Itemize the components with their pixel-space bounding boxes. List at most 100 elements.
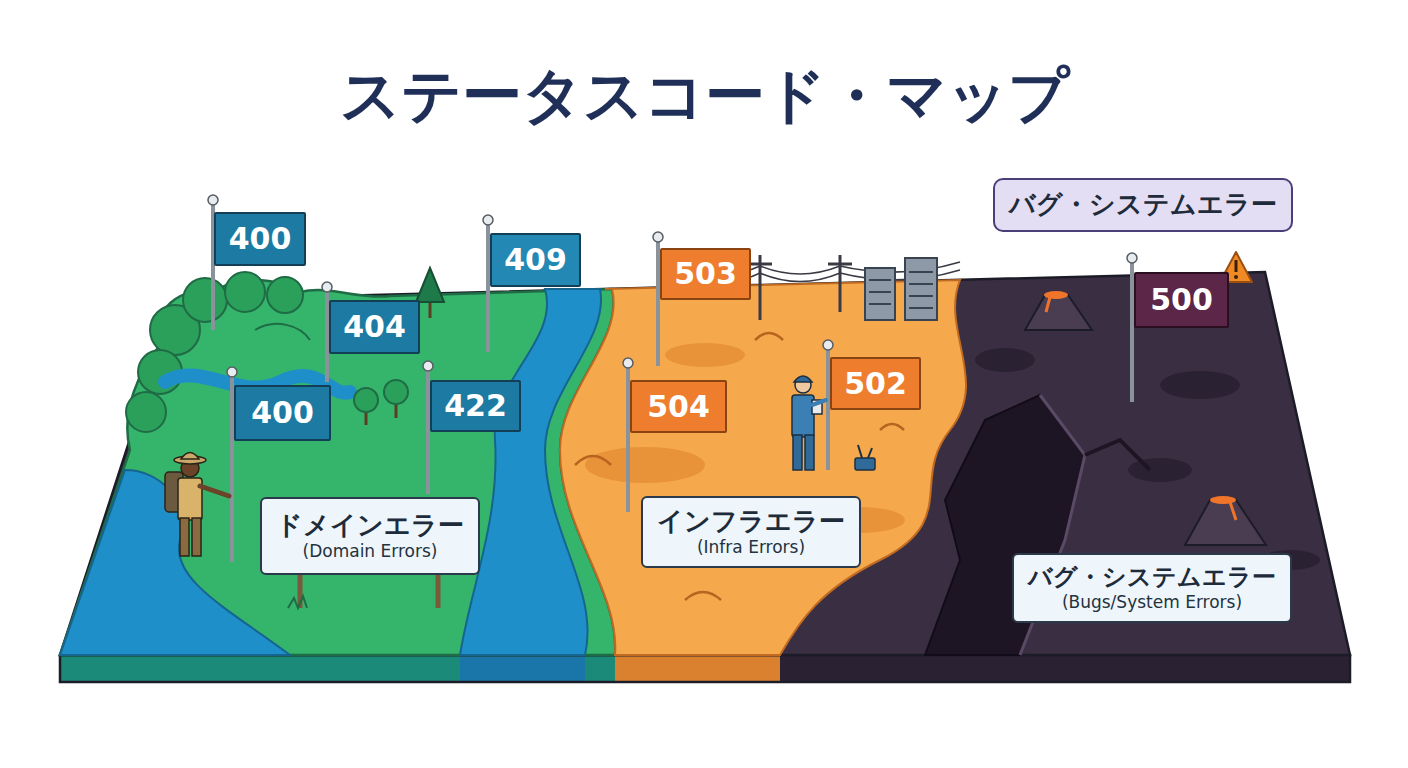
terrain-front-face [780,655,1350,682]
sign-post [436,575,441,608]
volcano [1230,502,1236,520]
system-region [1085,440,1150,470]
infra-region [665,343,745,367]
status-code: 409 [504,242,567,278]
tree [416,268,444,302]
flag-pole [623,358,633,368]
domain-region [126,392,166,432]
terrain-front-face [60,655,1350,682]
system-region [60,272,1350,655]
status-flag: 504 [630,380,727,433]
server-rack [865,258,937,320]
warning-icon [1235,260,1238,272]
category-tag: バグ・システムエラー [993,178,1293,232]
subtitle-text: (Domain Errors) [303,541,438,561]
volcano [1046,297,1050,312]
region-name: インフラエラー [657,506,845,537]
region-name: バグ・システムエラー [1028,563,1276,592]
worker-figure [812,400,826,405]
status-code: 400 [251,395,314,431]
terrain-front-face [460,655,585,682]
status-flag: 500 [1134,272,1229,328]
power-line [748,263,772,266]
status-code: 500 [1150,282,1213,318]
status-flag: 400 [234,385,331,441]
region-sign: インフラエラー(Infra Errors) [641,496,861,568]
domain-region [225,272,265,312]
infra-region [560,280,966,655]
power-line [828,263,852,266]
terrain-front-face [60,655,460,682]
system-region [975,348,1035,372]
system-region [60,272,1350,655]
explorer-figure [180,518,189,556]
volcano [1210,496,1236,504]
domain-region [267,277,303,313]
worker-figure [792,395,814,437]
server-rack [905,258,937,320]
volcano [1025,291,1266,545]
system-region [1128,458,1192,482]
subtitle-text: (Infra Errors) [697,537,805,557]
flag-pole [483,215,493,225]
volcano [1044,291,1068,299]
flag-pole [423,361,433,371]
status-code: 504 [647,389,710,425]
water [460,289,601,655]
terrain-front-face [60,655,1350,682]
region-name: ドメインエラー [276,510,464,541]
sign-post [288,596,307,608]
terrain-front-face [585,655,615,682]
flag-pole [1127,253,1137,263]
domain-region [60,280,615,655]
tree [384,380,408,404]
explorer-figure [181,453,199,460]
domain-region [60,272,615,655]
status-flag: 422 [430,380,521,432]
terrain-front-face [615,655,780,682]
worker-figure [793,435,802,470]
worker-figure [805,435,814,470]
tool-device [855,445,875,470]
water [60,289,601,655]
explorer-figure [200,486,229,496]
server-rack [865,268,895,320]
explorer-figure [192,518,201,556]
system-region [1160,371,1240,399]
flag-pole [322,282,332,292]
subtitle-text: (Bugs/System Errors) [1062,592,1242,612]
domain-region [183,278,227,322]
volcano [1025,295,1092,330]
flag-pole [208,195,218,205]
sign-post [288,575,438,608]
map-title: ステータスコード・マップ [0,62,1408,128]
status-code: 400 [229,221,292,257]
server-rack [869,272,933,308]
flag-pole [653,232,663,242]
flag-pole [227,367,237,377]
worker-figure [792,376,826,470]
region-sign: バグ・システムエラー(Bugs/System Errors) [1012,553,1292,623]
infra-region [685,592,721,600]
worker-figure [794,376,812,382]
volcano [1185,500,1266,545]
status-flag: 404 [329,300,420,354]
infra-region [575,456,611,465]
status-flag: 503 [660,248,751,300]
status-code: 503 [674,256,737,292]
domain-region [255,324,310,340]
status-code: 502 [844,366,907,402]
flag-pole [823,340,833,350]
infra-region [880,424,904,430]
status-flag: 400 [214,212,306,266]
status-flag: 502 [830,357,921,410]
status-flag: 409 [490,233,581,287]
worker-figure [795,377,811,393]
infra-region [755,333,783,340]
status-code: 422 [444,388,507,424]
region-sign: ドメインエラー(Domain Errors) [260,497,480,575]
category-label: バグ・システムエラー [1009,189,1277,220]
water [60,470,290,655]
warning-icon [1234,275,1238,279]
tree [354,388,378,412]
